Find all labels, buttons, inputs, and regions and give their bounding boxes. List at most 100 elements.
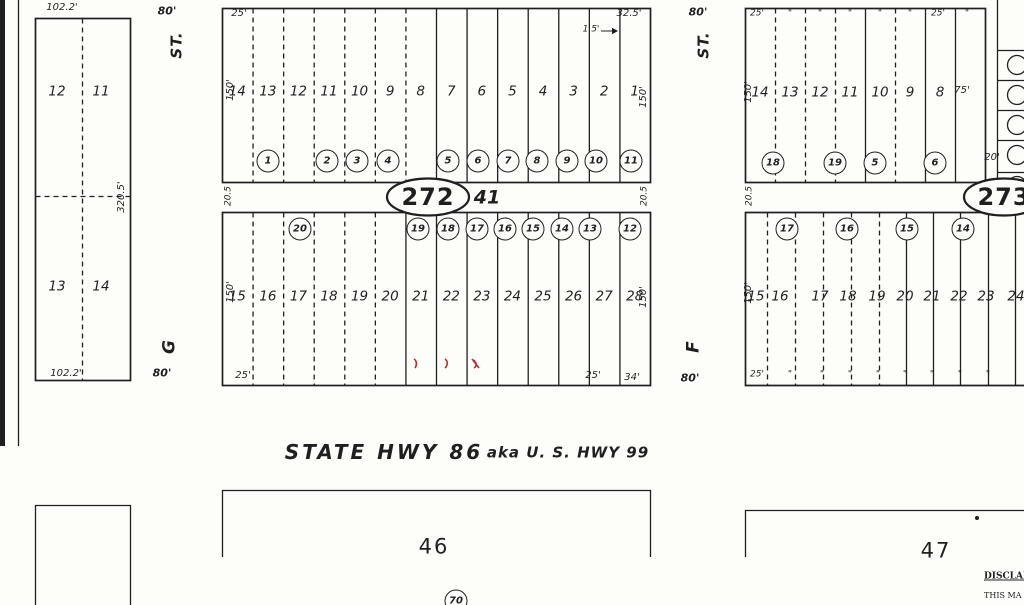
survey-pin: 14 bbox=[550, 217, 574, 241]
dim-label: 20.5 bbox=[223, 185, 234, 207]
dim-tick: " bbox=[929, 369, 935, 380]
dim-label: 25' bbox=[235, 370, 251, 381]
dim-tick: " bbox=[847, 369, 853, 380]
survey-pin: 17 bbox=[465, 217, 489, 241]
lot-number: 11 bbox=[92, 83, 110, 100]
lot-number: 8 bbox=[416, 83, 425, 100]
dim-tick: " bbox=[985, 369, 991, 380]
lot-number: 15 bbox=[747, 288, 765, 305]
lot-number: 11 bbox=[320, 83, 338, 100]
street-name-label: F bbox=[683, 341, 704, 353]
survey-pin: 16 bbox=[835, 217, 859, 241]
survey-pin: 13 bbox=[578, 217, 602, 241]
dim-tick: " bbox=[787, 8, 793, 19]
disclaimer-text: THIS MA bbox=[984, 591, 1022, 600]
lot-number: 16 bbox=[771, 288, 789, 305]
dim-tick: " bbox=[907, 8, 913, 19]
lot-number: 12 bbox=[289, 83, 308, 100]
dim-label: 1.5' bbox=[582, 24, 600, 35]
lot-number: 13 bbox=[259, 83, 277, 100]
lot-number: 12 bbox=[811, 84, 829, 101]
survey-pin: 14 bbox=[951, 217, 975, 241]
dim-label: 320.5' bbox=[116, 181, 127, 213]
lot-number: 20 bbox=[381, 288, 399, 305]
survey-pin: 12 bbox=[618, 217, 642, 241]
dim-label: 20.5 bbox=[744, 185, 755, 207]
tract-number: 41 bbox=[473, 186, 501, 209]
survey-pin: 17 bbox=[775, 217, 799, 241]
survey-pin: 6 bbox=[923, 151, 947, 175]
lot-number: 18 bbox=[320, 288, 338, 305]
lot-number: 27 bbox=[595, 288, 613, 305]
lot-number: 5 bbox=[508, 83, 517, 100]
dim-label: 32.5' bbox=[616, 8, 642, 19]
left-block-outline bbox=[34, 17, 132, 382]
left-street-lines bbox=[0, 0, 20, 446]
lot-number: 8 bbox=[935, 84, 945, 101]
survey-pin: 6 bbox=[466, 149, 490, 173]
survey-pin: 19 bbox=[406, 217, 430, 241]
lot-number: 24 bbox=[503, 288, 522, 305]
block-number: 47 bbox=[920, 538, 952, 563]
survey-pin: 18 bbox=[761, 151, 785, 175]
street-width-label: 80' bbox=[688, 5, 708, 19]
dim-tick: " bbox=[957, 369, 963, 380]
dim-label: 20.5 bbox=[639, 185, 650, 207]
dim-label: 150' bbox=[638, 86, 649, 108]
lot-number: 7 bbox=[446, 83, 456, 100]
dim-tick: " bbox=[847, 8, 853, 19]
lot-number: 9 bbox=[905, 84, 915, 101]
survey-pin: 70 bbox=[444, 589, 468, 605]
dim-label: 75' bbox=[954, 85, 970, 96]
street-name-label: G bbox=[159, 340, 180, 354]
dim-tick: " bbox=[875, 369, 881, 380]
dim-tick: " bbox=[964, 8, 970, 19]
lot-number: 22 bbox=[442, 288, 460, 305]
lot-number: 23 bbox=[977, 288, 995, 305]
lot-number: 18 bbox=[839, 288, 857, 305]
block-273-lower-outline bbox=[744, 211, 1024, 387]
dim-tick: " bbox=[817, 8, 823, 19]
block-47-outline bbox=[744, 509, 1024, 557]
lot-number: 1 bbox=[630, 83, 639, 100]
street-name-label: ST. bbox=[167, 31, 186, 59]
dim-tick: " bbox=[787, 369, 793, 380]
lot-number: 14 bbox=[92, 278, 110, 295]
lot-number: 26 bbox=[564, 288, 583, 305]
survey-pin: 18 bbox=[436, 217, 460, 241]
lot-number: 12 bbox=[48, 83, 66, 100]
lot-number: 4 bbox=[538, 83, 548, 100]
disclaimer-title: DISCLAI bbox=[984, 571, 1024, 582]
block-number: 273 bbox=[977, 183, 1024, 211]
street-width-label: 80' bbox=[157, 4, 177, 18]
survey-pin: 16 bbox=[493, 217, 517, 241]
lot-number: 11 bbox=[841, 84, 859, 101]
highway-aka-label: aka U. S. HWY 99 bbox=[486, 443, 650, 462]
survey-pin: 20 bbox=[288, 217, 312, 241]
block-number: 46 bbox=[418, 534, 450, 559]
lot-number: 10 bbox=[350, 83, 369, 100]
block-272-oval bbox=[385, 177, 471, 217]
street-width-label: 80' bbox=[680, 371, 700, 385]
survey-pin: 9 bbox=[555, 149, 579, 173]
survey-pin: 11 bbox=[619, 149, 643, 173]
lot-boundary-lines bbox=[252, 8, 1017, 386]
map-dot bbox=[975, 516, 979, 520]
lot-number: 19 bbox=[868, 288, 886, 305]
street-width-label: 80' bbox=[152, 366, 172, 380]
dim-tick: 25' bbox=[750, 369, 764, 380]
survey-pin: 8 bbox=[525, 149, 549, 173]
survey-pin: 3 bbox=[345, 149, 369, 173]
lot-number: 17 bbox=[289, 288, 308, 305]
lot-number: 2 bbox=[599, 83, 609, 100]
lot-number: 13 bbox=[781, 84, 799, 101]
lot-number: 13 bbox=[48, 278, 66, 295]
lot-number: 20 bbox=[896, 288, 914, 305]
dim-tick: " bbox=[819, 369, 825, 380]
lot-number: 23 bbox=[473, 288, 491, 305]
lot-number: 22 bbox=[950, 288, 968, 305]
survey-pin: 10 bbox=[584, 149, 608, 173]
